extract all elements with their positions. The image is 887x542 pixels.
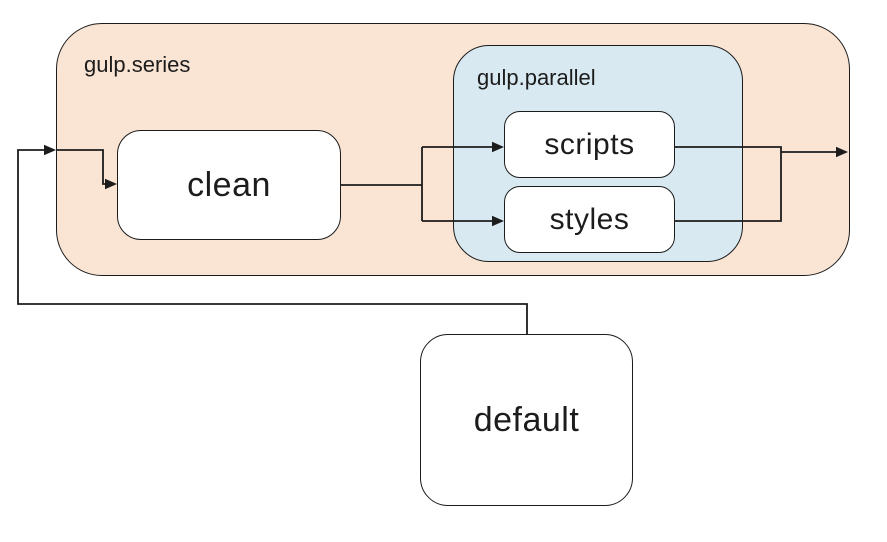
- arrowhead-series-entry: [44, 144, 56, 156]
- series-label: gulp.series: [84, 52, 191, 77]
- node-styles: styles: [504, 186, 675, 253]
- node-scripts: scripts: [504, 111, 675, 178]
- parallel-label: gulp.parallel: [477, 65, 596, 90]
- node-clean: clean: [117, 130, 341, 240]
- node-default: default: [420, 334, 633, 506]
